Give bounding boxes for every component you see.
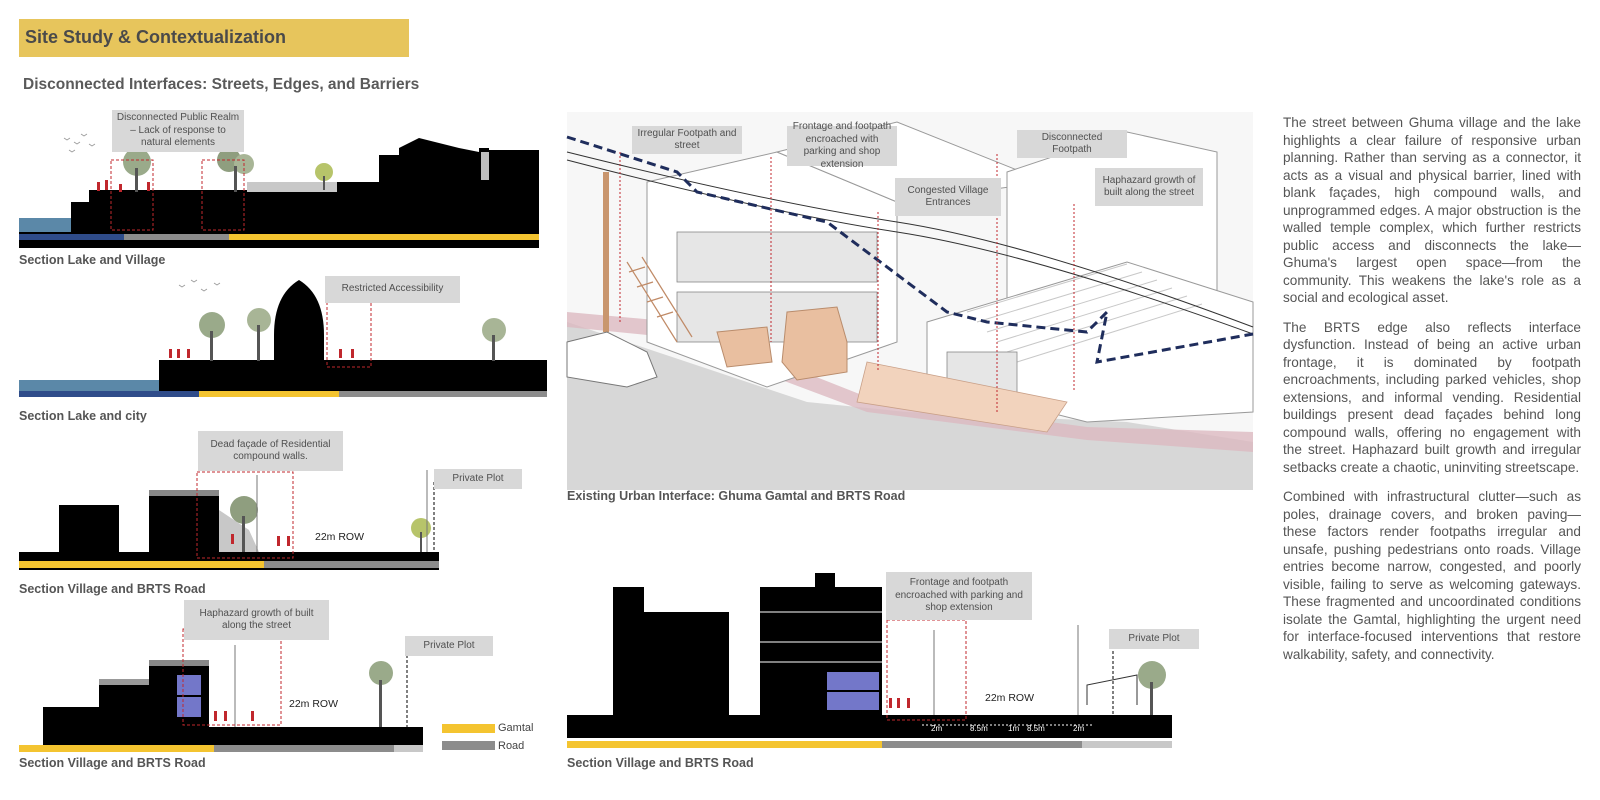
- callout-private-plot-1: Private Plot: [434, 469, 522, 489]
- section-village-brts-drawing-3: [567, 573, 1172, 748]
- section-label-village-brts-2: Section Village and BRTS Road: [19, 756, 206, 770]
- legend-swatch-gamtal: [442, 724, 495, 733]
- dim-label: 1m: [1008, 724, 1020, 733]
- dim-label: 2m: [1073, 724, 1085, 733]
- section-lake-village-drawing: [19, 133, 539, 248]
- section-label-village-brts-1: Section Village and BRTS Road: [19, 582, 206, 596]
- description-text: The street between Ghuma village and the…: [1283, 114, 1581, 675]
- callout-congested-entrances: Congested Village Entrances: [895, 178, 1001, 216]
- section-lake-city-drawing: [19, 279, 547, 397]
- section-label-village-brts-3: Section Village and BRTS Road: [567, 756, 754, 770]
- callout-disconnected-public-realm: Disconnected Public Realm – Lack of resp…: [112, 110, 244, 152]
- legend-label-gamtal: Gamtal: [498, 722, 534, 734]
- legend-swatch-road: [442, 741, 495, 750]
- row-width-label-2: 22m ROW: [289, 698, 339, 710]
- dim-label: 2m: [931, 724, 943, 733]
- callout-restricted-accessibility: Restricted Accessibility: [325, 276, 460, 303]
- description-paragraph: The street between Ghuma village and the…: [1283, 115, 1581, 305]
- description-paragraph: Combined with infrastructural clutter—su…: [1283, 489, 1581, 662]
- callout-frontage-encroached-section: Frontage and footpath encroached with pa…: [886, 572, 1032, 620]
- title-banner: [19, 19, 409, 57]
- section-village-brts-drawing-1: [19, 470, 439, 570]
- section-label-lake-village: Section Lake and Village: [19, 253, 166, 267]
- callout-frontage-encroached-axo: Frontage and footpath encroached with pa…: [787, 121, 897, 170]
- axonometric-caption: Existing Urban Interface: Ghuma Gamtal a…: [567, 489, 906, 503]
- callout-disconnected-footpath: Disconnected Footpath: [1017, 130, 1127, 158]
- callout-private-plot-3: Private Plot: [1109, 629, 1199, 649]
- section-village-brts-drawing-2: [19, 628, 423, 752]
- callout-haphazard-growth-1: Haphazard growth of built along the stre…: [184, 600, 329, 640]
- row-width-label-1: 22m ROW: [315, 531, 365, 543]
- axonometric-street-drawing: [566, 112, 1254, 490]
- dim-label: 8.5m: [970, 724, 988, 733]
- callout-dead-facade: Dead façade of Residential compound wall…: [198, 431, 343, 471]
- section-label-lake-city: Section Lake and city: [19, 409, 147, 423]
- dim-label: 8.5m: [1027, 724, 1045, 733]
- description-paragraph: The BRTS edge also reflects interface dy…: [1283, 319, 1581, 475]
- legend-label-road: Road: [498, 740, 525, 752]
- page-title: Site Study & Contextualization: [25, 27, 287, 47]
- callout-haphazard-growth-axo: Haphazard growth of built along the stre…: [1095, 168, 1203, 206]
- callout-irregular-footpath: Irregular Footpath and street: [632, 126, 742, 154]
- row-width-label-3: 22m ROW: [985, 692, 1035, 704]
- callout-private-plot-2: Private Plot: [405, 636, 493, 656]
- page-subtitle: Disconnected Interfaces: Streets, Edges,…: [23, 76, 420, 93]
